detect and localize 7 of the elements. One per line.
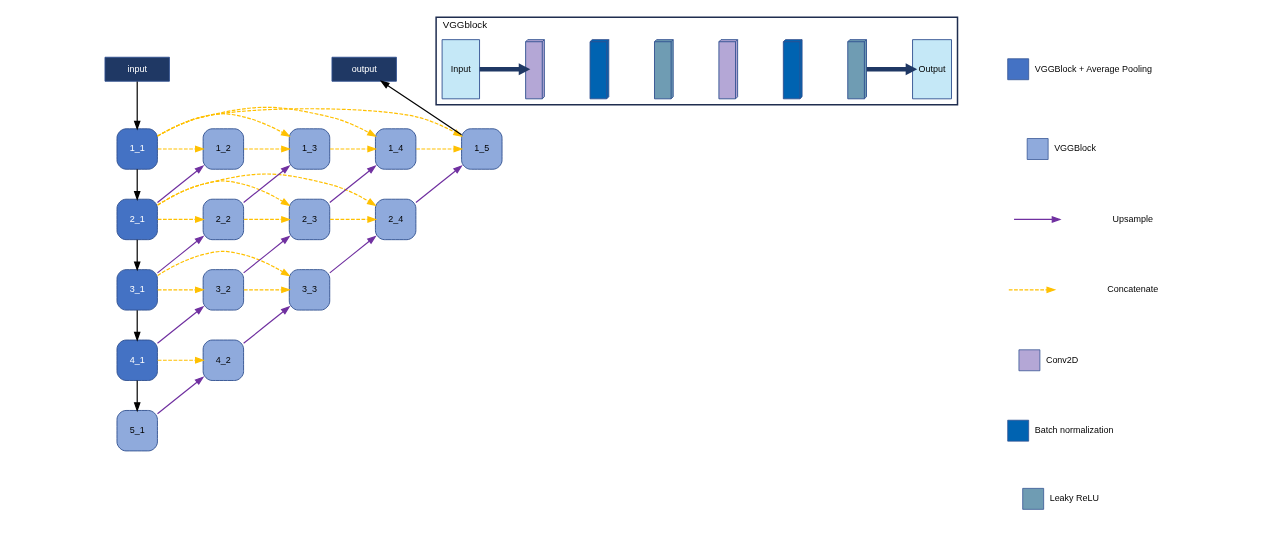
- legend-label: VGGBlock + Average Pooling: [1034, 63, 1152, 74]
- legend-label: Upsample: [1112, 213, 1153, 224]
- legend-label: Conv2D: [1045, 354, 1079, 365]
- legend-label: Concatenate: [1107, 284, 1159, 295]
- legend-label: Batch normalization: [1034, 425, 1114, 436]
- legend-label: VGGBlock: [1054, 143, 1097, 154]
- legend-label: Leaky ReLU: [1049, 493, 1100, 504]
